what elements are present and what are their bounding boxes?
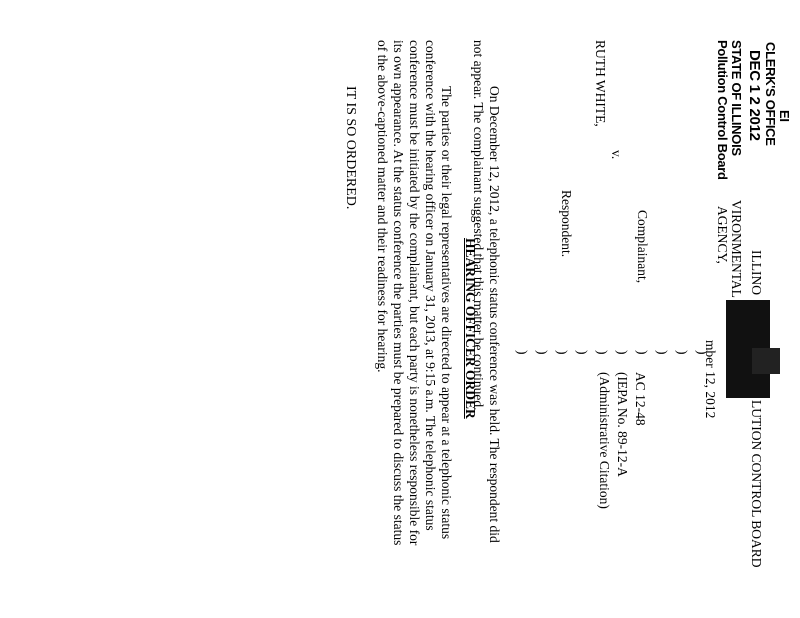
stamp-state: STATE OF ILLINOIS (729, 40, 744, 156)
versus: v. (609, 150, 624, 160)
case-number: AC 12-48 (633, 372, 648, 426)
respondent-name: RUTH WHITE, (593, 40, 608, 127)
p1-line-1: On December 12, 2012, a telephonic statu… (487, 86, 502, 543)
stamp-office: CLERK'S OFFICE (763, 42, 778, 146)
p2-line-5: of the above-captioned matter and their … (375, 40, 390, 373)
scan-artifact (752, 348, 780, 374)
complainant-role: Complainant, (635, 210, 650, 284)
p2-line-3: conference must be initiated by the comp… (407, 40, 422, 546)
p1-line-2: not appear. The complainant suggested th… (471, 40, 486, 411)
iepa-number: (IEPA No. 89-12-A (615, 372, 630, 477)
board-left: ILLINO (749, 250, 764, 295)
respondent-role: Respondent. (559, 190, 574, 258)
closing-line: IT IS SO ORDERED. (343, 86, 358, 210)
stamp-code: EI (777, 110, 792, 122)
p2-line-1: The parties or their legal representativ… (439, 86, 454, 540)
stamp-date: DEC 1 2 2012 (746, 50, 763, 141)
complainant-suffix-2: AGENCY, (715, 206, 730, 264)
case-type: (Administrative Citation) (597, 372, 612, 509)
board-right: LUTION CONTROL BOARD (749, 400, 764, 568)
stamp-board: Pollution Control Board (715, 40, 730, 180)
p2-line-2: conference with the hearing officer on J… (423, 40, 438, 531)
p2-line-4: its own appearance. At the status confer… (391, 40, 406, 546)
complainant-suffix-1: VIRONMENTAL (729, 200, 744, 298)
